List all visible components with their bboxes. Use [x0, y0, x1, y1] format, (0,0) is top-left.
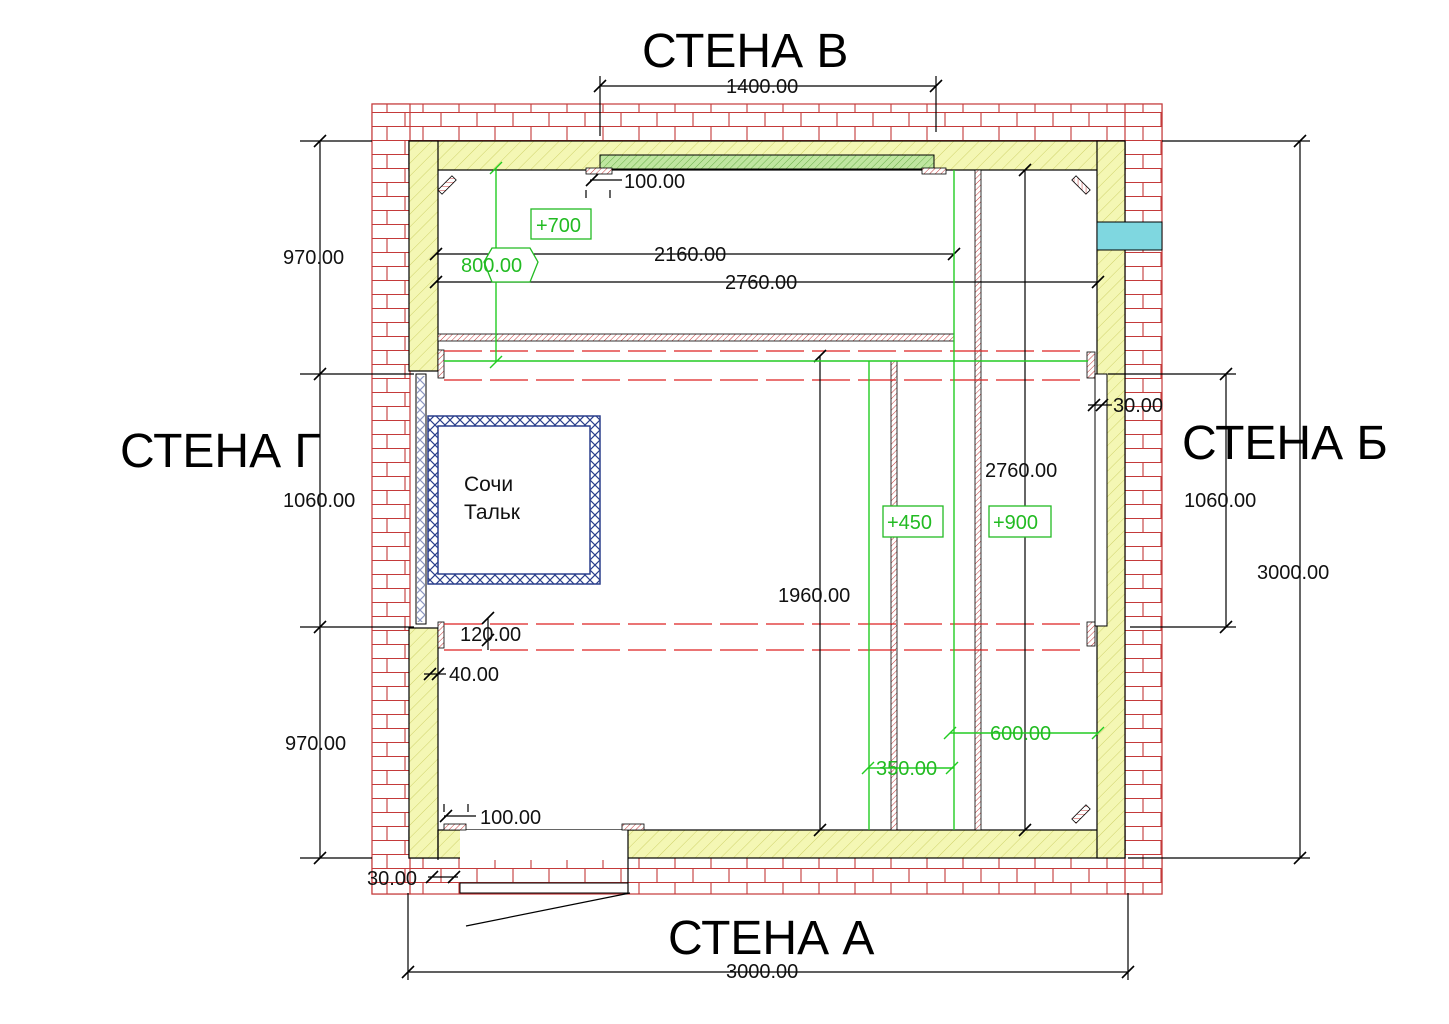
upper-shelf	[437, 333, 955, 342]
wall-title-bottom: СТЕНА А	[668, 912, 874, 965]
window-top	[599, 154, 935, 170]
dim-left-upper: 970.00	[283, 247, 344, 269]
dim-door-gap: 40.00	[449, 664, 499, 686]
right-window	[1094, 373, 1108, 627]
dim-inner-width: 2760.00	[725, 272, 797, 294]
wall-title-left: СТЕНА Г	[120, 425, 320, 478]
dimension-lines	[300, 76, 1310, 980]
dim-right-gap: 30.00	[1113, 395, 1163, 417]
wall-title-right: СТЕНА Б	[1182, 417, 1388, 470]
green-level-mid: +450	[887, 512, 932, 534]
dim-corner-gap: 30.00	[367, 868, 417, 890]
dim-door-offset-top: 120.00	[460, 624, 521, 646]
dim-top-offset: 100.00	[624, 171, 685, 193]
green-step-350: 350.00	[876, 758, 937, 780]
green-shelf-depth: 800.00	[461, 255, 522, 277]
dim-window-width: 1400.00	[726, 76, 798, 98]
dim-right-mid: 1060.00	[1184, 490, 1256, 512]
dim-left-mid: 1060.00	[283, 490, 355, 512]
stove: Сочи Тальк	[427, 415, 601, 585]
vent-opening	[1096, 221, 1163, 251]
dim-bottom-offset: 100.00	[480, 807, 541, 829]
green-level-top: +700	[536, 215, 581, 237]
red-dashed-guides	[444, 350, 1087, 651]
frame-marks	[437, 167, 1096, 831]
dim-left-lower: 970.00	[285, 733, 346, 755]
wall-title-top: СТЕНА В	[642, 25, 848, 78]
bench-vertical-2	[974, 169, 982, 831]
dim-upper-shelf-span: 2160.00	[654, 244, 726, 266]
green-dimension-lines	[444, 161, 1105, 830]
left-door	[415, 373, 427, 625]
dim-inner-height: 2760.00	[985, 460, 1057, 482]
dim-bench-length: 1960.00	[778, 585, 850, 607]
green-step-600: 600.00	[990, 723, 1051, 745]
stove-label-line1: Сочи	[464, 473, 513, 496]
stove-label-line2: Тальк	[464, 501, 521, 524]
dim-right-total: 3000.00	[1257, 562, 1329, 584]
green-level-high: +900	[993, 512, 1038, 534]
dim-bottom-total: 3000.00	[726, 961, 798, 983]
